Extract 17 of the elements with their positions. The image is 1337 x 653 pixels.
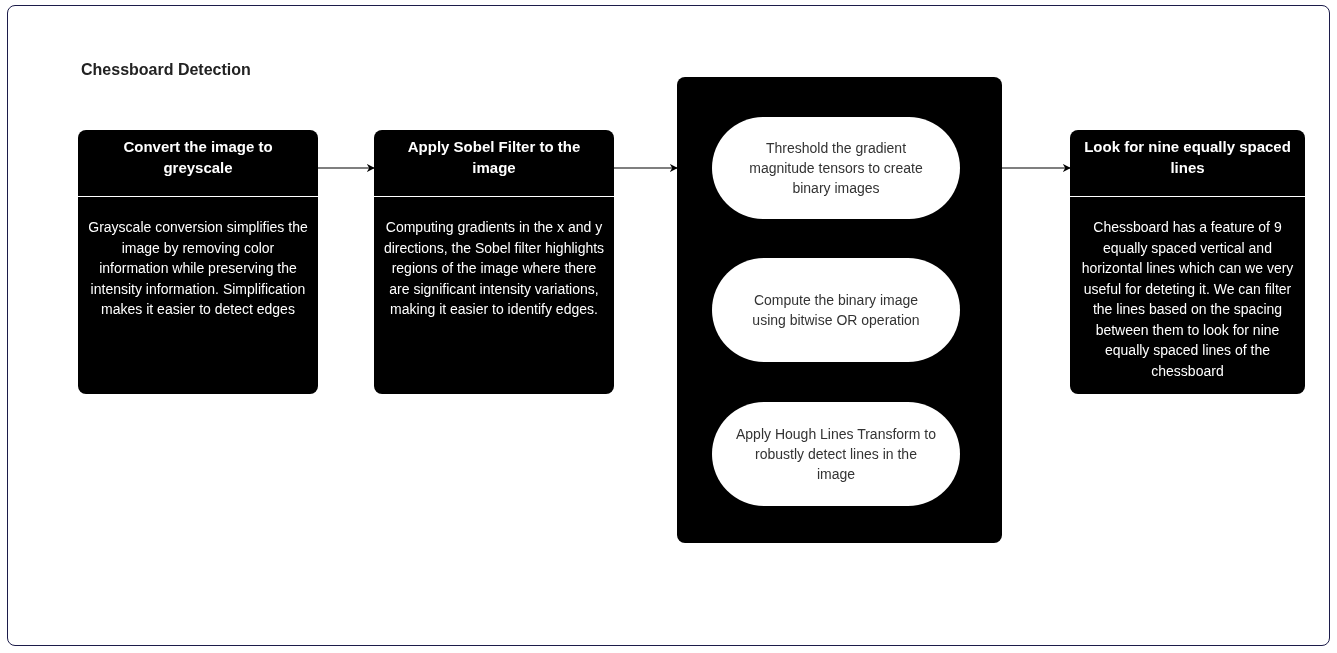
card-body-text: Computing gradients in the x and y directions, the Sobel filter highlights regions of the image where there are significant intensity variations, making it easier to identify edges. (382, 218, 606, 319)
card-heading: Convert the image to greyscale (122, 137, 274, 178)
process-pill: Threshold the gradient magnitude tensors to create binary images (712, 117, 960, 219)
card-heading: Look for nine equally spaced lines (1083, 137, 1292, 178)
process-card (1070, 130, 1305, 394)
arrow (1001, 164, 1071, 172)
arrow (613, 164, 678, 172)
process-card (78, 130, 318, 394)
card-body-text: Grayscale conversion simplifies the image by removing color information while preserving the intensity information. Simplification makes it easier to detect edges (87, 218, 309, 319)
arrow (317, 164, 375, 172)
diagram-title: Chessboard Detection (81, 60, 251, 80)
group-container (677, 77, 1002, 543)
card-heading: Apply Sobel Filter to the image (406, 137, 582, 178)
process-pill: Apply Hough Lines Transform to robustly detect lines in the image (712, 402, 960, 506)
process-pill: Compute the binary image using bitwise OR operation (712, 258, 960, 362)
process-card (374, 130, 614, 394)
card-body-text: Chessboard has a feature of 9 equally spaced vertical and horizontal lines which can we very useful for deteting it. We can filter the lines based on the spacing between them to look for nine equally spaced lines of the chessboard (1080, 218, 1295, 381)
